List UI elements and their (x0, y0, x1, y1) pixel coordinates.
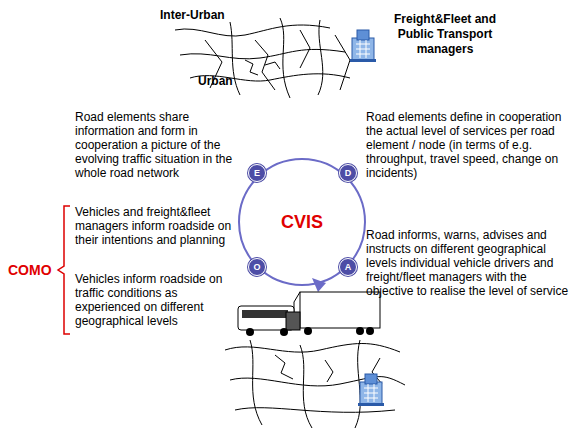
description-text: Vehicles inform roadside on traffic cond… (75, 272, 245, 328)
description-text: Road elements share information and form… (75, 110, 245, 180)
map-top (175, 18, 350, 98)
cycle-title: CVIS (262, 182, 342, 262)
cycle-arrowhead (312, 278, 326, 292)
description-text: Road informs, warns, advises and instruc… (366, 228, 571, 298)
building-icon (358, 374, 384, 406)
como-bracket (58, 206, 70, 334)
description-text: Road elements define in cooperation the … (366, 110, 571, 180)
phase-circle: E (248, 164, 266, 182)
phase-letter: E (254, 168, 260, 178)
phase-letter: A (345, 262, 352, 272)
cycle-circle (239, 159, 365, 285)
manager-label: Freight&Fleet and Public Transport manag… (390, 12, 500, 57)
phase-circle: D (339, 164, 357, 182)
bus-truck (238, 292, 380, 336)
phase-circle: O (248, 258, 266, 276)
description-text: Vehicles and freight&fleet managers info… (75, 205, 245, 247)
map-label: Inter-Urban (160, 8, 250, 22)
phase-circle: A (339, 258, 357, 276)
map-label: Urban (198, 74, 248, 88)
phase-letter: D (345, 168, 352, 178)
group-label: COMO (8, 262, 58, 278)
phase-letter: O (253, 262, 260, 272)
title-text: CVIS (281, 212, 323, 233)
map-bottom (225, 340, 405, 428)
building-icon (350, 30, 376, 62)
